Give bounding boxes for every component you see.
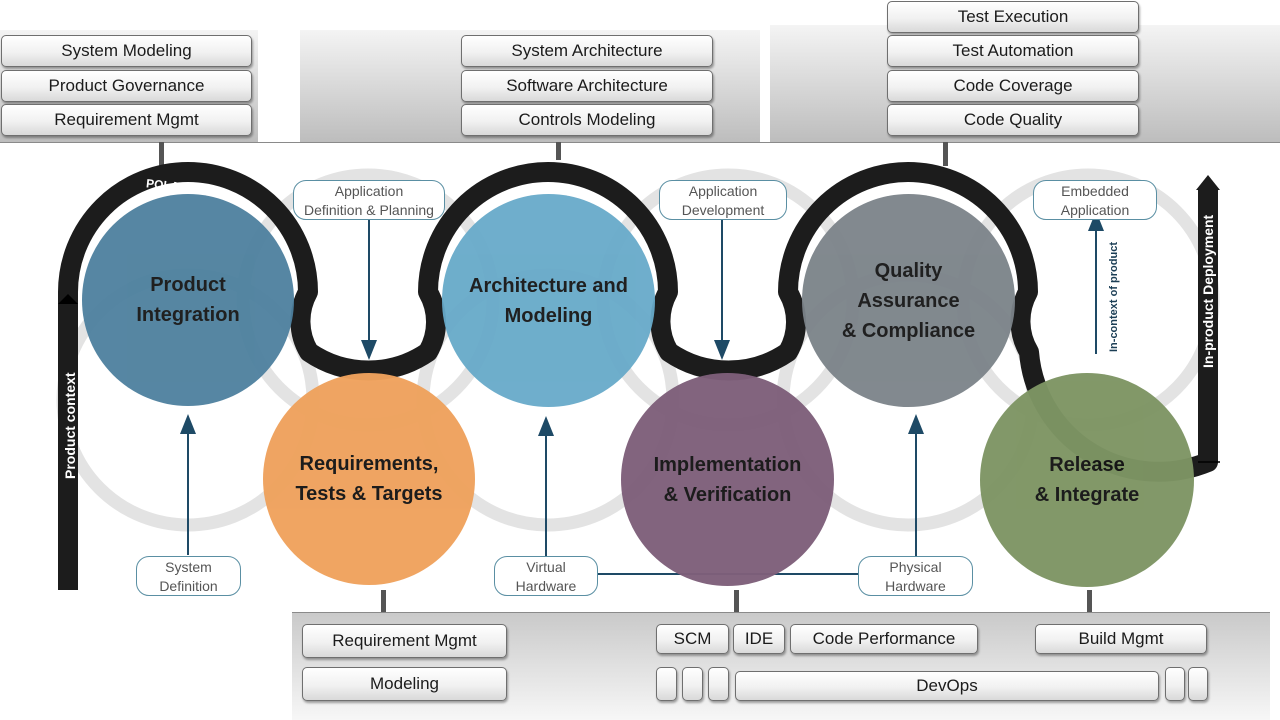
devops-small-slot[interactable]: [708, 667, 729, 701]
devops-box[interactable]: DevOps: [735, 671, 1159, 701]
code-coverage-box[interactable]: Code Coverage: [887, 70, 1139, 102]
code-quality-box[interactable]: Code Quality: [887, 104, 1139, 136]
system-modeling-box[interactable]: System Modeling: [1, 35, 252, 67]
modeling-tool-box[interactable]: Modeling: [302, 667, 507, 701]
requirement-mgmt-tool-box[interactable]: Requirement Mgmt: [302, 624, 507, 658]
pill-embedded-application[interactable]: Embedded Application: [1033, 180, 1157, 220]
system-architecture-box[interactable]: System Architecture: [461, 35, 713, 67]
deployment-arrow-head: [1196, 175, 1220, 190]
devops-small-slot[interactable]: [682, 667, 703, 701]
software-architecture-box[interactable]: Software Architecture: [461, 70, 713, 102]
pill-system-definition[interactable]: System Definition: [136, 556, 241, 596]
bottom-divider: [292, 612, 1270, 613]
product-governance-box[interactable]: Product Governance: [1, 70, 252, 102]
pill-physical-hardware[interactable]: Physical Hardware: [858, 556, 973, 596]
context-arrow-head: [58, 294, 78, 304]
test-execution-box[interactable]: Test Execution: [887, 1, 1139, 33]
in-product-deployment-label: In-product Deployment: [1200, 214, 1216, 368]
controls-modeling-box[interactable]: Controls Modeling: [461, 104, 713, 136]
lifecycle-track: [58, 162, 1218, 590]
build-mgmt-box[interactable]: Build Mgmt: [1035, 624, 1207, 654]
top-divider: [0, 142, 1280, 143]
test-automation-box[interactable]: Test Automation: [887, 35, 1139, 67]
pill-application-development[interactable]: Application Development: [659, 180, 787, 220]
stage-architecture-modeling[interactable]: Architecture and Modeling: [442, 194, 655, 407]
stage-product-integration[interactable]: Product Integration: [82, 194, 294, 406]
stage-quality-assurance-compliance[interactable]: Quality Assurance & Compliance: [802, 194, 1015, 407]
devops-small-slot[interactable]: [1165, 667, 1185, 701]
connector-tick: [381, 590, 386, 612]
requirement-mgmt-box[interactable]: Requirement Mgmt: [1, 104, 252, 136]
in-context-of-product-label: In-context of product: [1108, 242, 1120, 352]
connector-tick: [943, 142, 948, 166]
stage-implementation-verification[interactable]: Implementation & Verification: [621, 373, 834, 586]
stage-release-integrate[interactable]: Release & Integrate: [980, 373, 1194, 587]
devops-small-slot[interactable]: [656, 667, 677, 701]
ide-box[interactable]: IDE: [733, 624, 785, 654]
connector-tick: [159, 142, 164, 166]
pill-application-definition-planning[interactable]: Application Definition & Planning: [293, 180, 445, 220]
product-context-label: Product context: [62, 372, 78, 479]
devops-small-slot[interactable]: [1188, 667, 1208, 701]
code-performance-box[interactable]: Code Performance: [790, 624, 978, 654]
connector-tick: [734, 590, 739, 612]
stage-requirements-tests-targets[interactable]: Requirements, Tests & Targets: [263, 373, 475, 585]
connector-tick: [556, 142, 561, 160]
scm-box[interactable]: SCM: [656, 624, 729, 654]
pill-virtual-hardware[interactable]: Virtual Hardware: [494, 556, 598, 596]
connector-tick: [1087, 590, 1092, 612]
